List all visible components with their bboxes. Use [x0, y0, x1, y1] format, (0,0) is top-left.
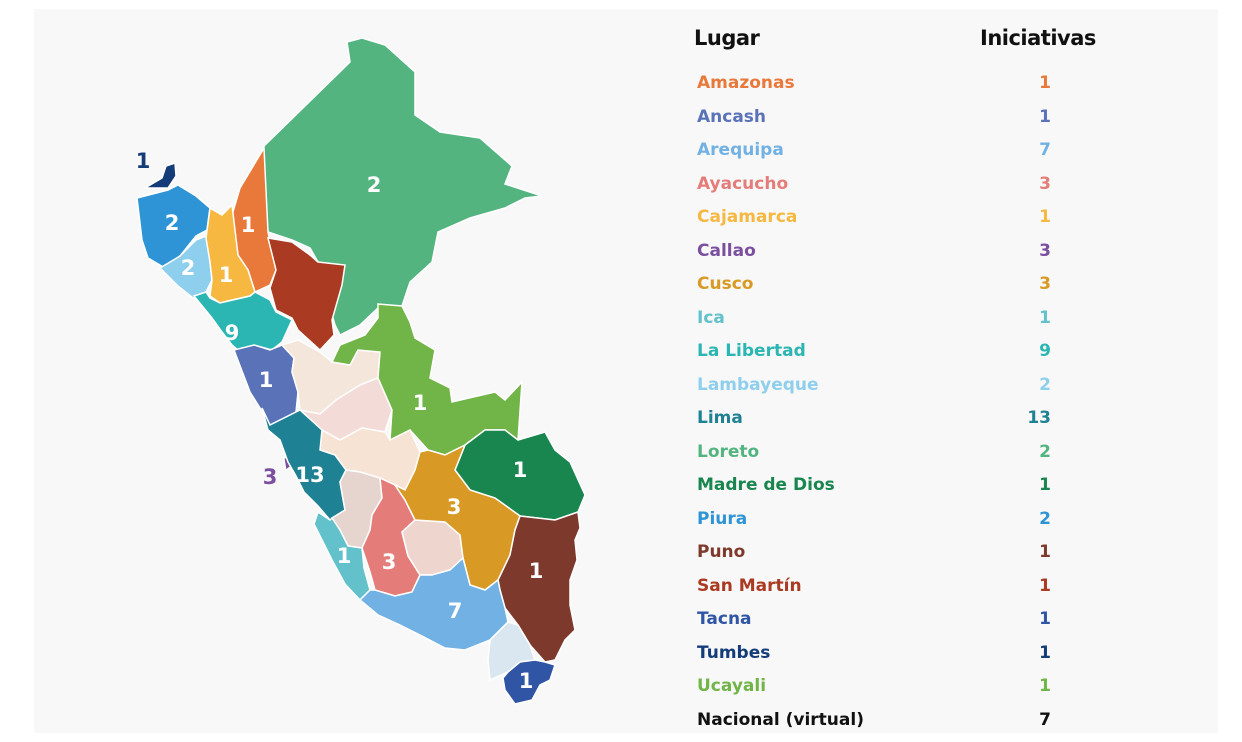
- table-row: Cusco 3: [697, 274, 1051, 298]
- row-place-name: Nacional (virtual): [697, 709, 864, 730]
- row-count: 1: [1039, 73, 1051, 93]
- row-count: 2: [1039, 374, 1051, 395]
- row-count: 1: [1039, 106, 1051, 127]
- label-loreto: 2: [367, 173, 382, 197]
- row-place-name: Lambayeque: [697, 374, 819, 395]
- row-place-name: Tumbes: [697, 642, 771, 663]
- row-count: 1: [1039, 207, 1051, 227]
- label-ucayali: 1: [413, 391, 428, 415]
- content-panel: [34, 9, 1218, 733]
- region-la-libertad[interactable]: [192, 291, 293, 353]
- row-count: 1: [1039, 307, 1051, 328]
- row-count: 2: [1039, 508, 1051, 529]
- row-count: 9: [1039, 341, 1051, 361]
- table-row: La Libertad 9: [697, 341, 1051, 365]
- label-ica: 1: [337, 544, 352, 568]
- row-count: 2: [1039, 441, 1051, 462]
- label-ancash: 1: [259, 368, 274, 392]
- table-row: Ucayali 1: [697, 676, 1051, 700]
- label-madre-de-dios: 1: [513, 458, 528, 482]
- row-place-name: Madre de Dios: [697, 475, 835, 495]
- row-count: 1: [1039, 609, 1051, 629]
- row-place-name: Tacna: [697, 609, 752, 629]
- region-ica[interactable]: [313, 510, 371, 602]
- label-puno: 1: [529, 559, 544, 583]
- label-la-libertad: 9: [225, 321, 240, 345]
- row-count: 3: [1039, 274, 1051, 294]
- label-cajamarca: 1: [219, 263, 234, 287]
- row-count: 1: [1039, 542, 1051, 562]
- table-row: Ayacucho 3: [697, 174, 1051, 198]
- table-row: Tacna 1: [697, 609, 1051, 633]
- table-row: Puno 1: [697, 542, 1051, 566]
- row-count: 1: [1039, 475, 1051, 495]
- table-row: Ancash 1: [697, 107, 1051, 131]
- row-place-name: Piura: [697, 508, 748, 529]
- row-place-name: San Martín: [697, 575, 802, 596]
- table-row: Piura 2: [697, 509, 1051, 533]
- region-tumbes[interactable]: [142, 161, 177, 189]
- row-place-name: Ucayali: [697, 676, 767, 696]
- row-count: 7: [1039, 709, 1051, 730]
- row-place-name: Lima: [697, 408, 743, 428]
- region-piura[interactable]: [136, 184, 211, 269]
- table-row: Lambayeque 2: [697, 375, 1051, 399]
- region-arequipa[interactable]: [358, 556, 509, 651]
- row-place-name: Loreto: [697, 441, 760, 462]
- row-count: 7: [1039, 140, 1051, 160]
- table-row: Callao 3: [697, 241, 1051, 265]
- row-count: 13: [1027, 408, 1051, 428]
- region-san-martin[interactable]: [266, 237, 346, 352]
- row-place-name: Callao: [697, 240, 756, 261]
- table-row: Arequipa 7: [697, 140, 1051, 164]
- row-place-name: La Libertad: [697, 341, 806, 361]
- label-lima: 13: [295, 463, 324, 487]
- label-arequipa: 7: [448, 599, 463, 623]
- row-place-name: Puno: [697, 542, 746, 562]
- row-place-name: Ayacucho: [697, 173, 789, 194]
- label-piura: 2: [165, 211, 180, 235]
- table-row: Tumbes 1: [697, 643, 1051, 667]
- label-callao: 3: [263, 465, 278, 489]
- row-place-name: Cusco: [697, 274, 754, 294]
- table-row: Cajamarca 1: [697, 207, 1051, 231]
- row-count: 3: [1039, 240, 1051, 261]
- label-amazonas: 1: [241, 213, 256, 237]
- row-place-name: Ica: [697, 307, 725, 328]
- label-lambayeque: 2: [181, 256, 196, 280]
- row-count: 3: [1039, 173, 1051, 194]
- region-ucayali[interactable]: [330, 303, 523, 456]
- table-row: Nacional (virtual) 7: [697, 710, 1051, 734]
- label-tacna: 1: [519, 669, 534, 693]
- label-ayacucho: 3: [382, 550, 397, 574]
- table-row: Ica 1: [697, 308, 1051, 332]
- table-row: San Martín 1: [697, 576, 1051, 600]
- row-count: 1: [1039, 642, 1051, 663]
- label-cusco: 3: [447, 495, 462, 519]
- row-place-name: Cajamarca: [697, 207, 798, 227]
- row-count: 1: [1039, 676, 1051, 696]
- row-place-name: Ancash: [697, 106, 767, 127]
- table-row: Lima 13: [697, 408, 1051, 432]
- region-tacna[interactable]: [502, 659, 556, 705]
- table-row: Loreto 2: [697, 442, 1051, 466]
- table-row: Madre de Dios 1: [697, 475, 1051, 499]
- label-tumbes: 1: [136, 149, 151, 173]
- header-count: Iniciativas: [980, 26, 1096, 50]
- table-row: Amazonas 1: [697, 73, 1051, 97]
- row-place-name: Arequipa: [697, 140, 784, 160]
- header-place: Lugar: [694, 26, 760, 50]
- row-count: 1: [1039, 575, 1051, 596]
- row-place-name: Amazonas: [697, 73, 795, 93]
